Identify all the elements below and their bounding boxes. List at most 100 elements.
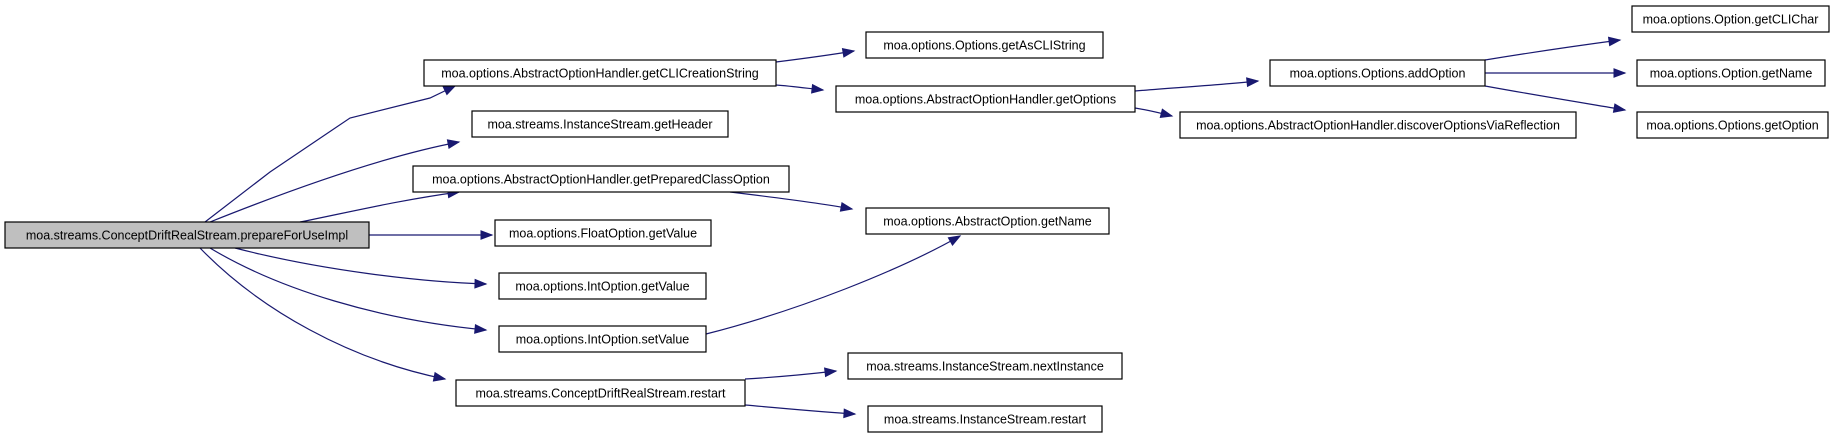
edge-line <box>209 141 460 223</box>
node-label: moa.options.FloatOption.getValue <box>509 227 697 241</box>
node-label: moa.options.AbstractOptionHandler.getPre… <box>432 173 770 187</box>
edge-line <box>705 235 961 335</box>
edge-root-to-intGetValue <box>234 247 488 289</box>
node-box <box>4 221 370 249</box>
node-intGetValue[interactable]: moa.options.IntOption.getValue <box>498 272 707 300</box>
edges-layer <box>199 36 1627 419</box>
edge-line <box>729 191 853 210</box>
node-getPreparedClassOption[interactable]: moa.options.AbstractOptionHandler.getPre… <box>412 165 790 193</box>
node-label: moa.options.Option.getCLIChar <box>1643 13 1819 27</box>
edge-line <box>299 191 460 223</box>
node-getOptions[interactable]: moa.options.AbstractOptionHandler.getOpt… <box>835 85 1136 113</box>
edge-line <box>775 50 855 63</box>
node-label: moa.options.IntOption.setValue <box>516 333 690 347</box>
edge-line <box>744 404 856 415</box>
edge-arrowhead <box>474 324 488 334</box>
node-nextInstance[interactable]: moa.streams.InstanceStream.nextInstance <box>847 352 1123 380</box>
node-label: moa.options.Options.getOption <box>1646 119 1818 133</box>
node-label: moa.options.AbstractOptionHandler.discov… <box>1196 119 1560 133</box>
node-box <box>867 405 1103 433</box>
node-getCLICreationString[interactable]: moa.options.AbstractOptionHandler.getCLI… <box>423 59 777 87</box>
node-getCLIChar[interactable]: moa.options.Option.getCLIChar <box>1631 5 1830 33</box>
edge-addOption-to-getOption <box>1484 85 1627 113</box>
edge-arrowhead <box>1612 103 1627 113</box>
edge-cdRestart-to-isRestart <box>744 404 857 419</box>
node-discoverOptions[interactable]: moa.options.AbstractOptionHandler.discov… <box>1179 111 1577 139</box>
node-root[interactable]: moa.streams.ConceptDriftRealStream.prepa… <box>4 221 370 249</box>
node-label: moa.options.AbstractOptionHandler.getOpt… <box>855 93 1116 107</box>
edge-root-to-floatGetValue <box>369 230 494 240</box>
node-isRestart[interactable]: moa.streams.InstanceStream.restart <box>867 405 1103 433</box>
node-box <box>423 59 777 87</box>
node-label: moa.streams.InstanceStream.getHeader <box>487 118 712 132</box>
edge-root-to-intSetValue <box>209 247 488 334</box>
node-optionGetName[interactable]: moa.options.Option.getName <box>1636 59 1826 87</box>
nodes-layer: moa.streams.ConceptDriftRealStream.prepa… <box>4 5 1830 433</box>
node-box <box>1631 5 1830 33</box>
edge-addOption-to-getCLIChar <box>1484 36 1622 61</box>
edge-arrowhead <box>442 85 457 96</box>
edge-line <box>234 247 487 285</box>
edge-arrowhead <box>432 371 447 382</box>
node-box <box>498 272 707 300</box>
node-label: moa.streams.InstanceStream.restart <box>884 413 1087 427</box>
edge-arrowhead <box>446 139 461 149</box>
edge-root-to-getCLICreationString <box>204 85 457 223</box>
node-label: moa.streams.ConceptDriftRealStream.prepa… <box>26 229 348 243</box>
edge-arrowhead <box>1159 108 1174 118</box>
node-box <box>865 207 1110 235</box>
node-getOption[interactable]: moa.options.Options.getOption <box>1636 111 1829 139</box>
edge-line <box>1484 85 1626 111</box>
node-label: moa.options.Option.getName <box>1650 67 1813 81</box>
edge-addOption-to-optionGetName <box>1485 68 1627 78</box>
node-box <box>498 325 707 353</box>
edge-arrowhead <box>1246 77 1260 88</box>
node-label: moa.streams.InstanceStream.nextInstance <box>866 360 1104 374</box>
edge-line <box>204 85 456 223</box>
node-label: moa.options.IntOption.getValue <box>515 280 689 294</box>
edge-root-to-getPreparedClassOption <box>299 188 461 223</box>
edge-line <box>744 370 837 380</box>
node-box <box>1636 59 1826 87</box>
node-intSetValue[interactable]: moa.options.IntOption.setValue <box>498 325 707 353</box>
edge-getCLICreationString-to-getOptions <box>775 83 825 94</box>
edge-arrowhead <box>480 230 494 240</box>
node-getHeader[interactable]: moa.streams.InstanceStream.getHeader <box>471 110 729 138</box>
node-box <box>1269 59 1486 87</box>
edge-arrowhead <box>1607 36 1622 47</box>
edge-arrowhead <box>1613 68 1627 78</box>
node-abstractGetName[interactable]: moa.options.AbstractOption.getName <box>865 207 1110 235</box>
edge-line <box>1484 39 1621 61</box>
edge-intSetValue-to-abstractGetName <box>705 235 962 335</box>
edge-line <box>209 247 487 331</box>
node-cdRestart[interactable]: moa.streams.ConceptDriftRealStream.resta… <box>455 379 746 407</box>
edge-root-to-getHeader <box>209 139 461 223</box>
node-box <box>847 352 1123 380</box>
edge-getCLICreationString-to-getAsCLIString <box>775 48 856 63</box>
edge-line <box>1134 80 1259 92</box>
edge-getPreparedClassOption-to-abstractGetName <box>729 191 854 212</box>
node-floatGetValue[interactable]: moa.options.FloatOption.getValue <box>494 219 712 247</box>
node-label: moa.options.Options.getAsCLIString <box>883 39 1085 53</box>
edge-line <box>199 247 446 380</box>
node-label: moa.options.AbstractOptionHandler.getCLI… <box>441 67 759 81</box>
edge-getOptions-to-discoverOptions <box>1134 107 1174 118</box>
edge-arrowhead <box>839 202 854 212</box>
edge-arrowhead <box>843 408 857 419</box>
node-box <box>1636 111 1829 139</box>
node-label: moa.options.Options.addOption <box>1290 67 1466 81</box>
edge-cdRestart-to-nextInstance <box>744 367 838 380</box>
edge-arrowhead <box>811 83 825 94</box>
node-box <box>1179 111 1577 139</box>
edge-arrowhead <box>824 367 838 378</box>
node-label: moa.options.AbstractOption.getName <box>883 215 1091 229</box>
node-box <box>412 165 790 193</box>
node-box <box>455 379 746 407</box>
node-box <box>494 219 712 247</box>
node-getAsCLIString[interactable]: moa.options.Options.getAsCLIString <box>865 31 1104 59</box>
node-addOption[interactable]: moa.options.Options.addOption <box>1269 59 1486 87</box>
node-box <box>865 31 1104 59</box>
edge-root-to-cdRestart <box>199 247 447 382</box>
node-label: moa.streams.ConceptDriftRealStream.resta… <box>475 387 726 401</box>
